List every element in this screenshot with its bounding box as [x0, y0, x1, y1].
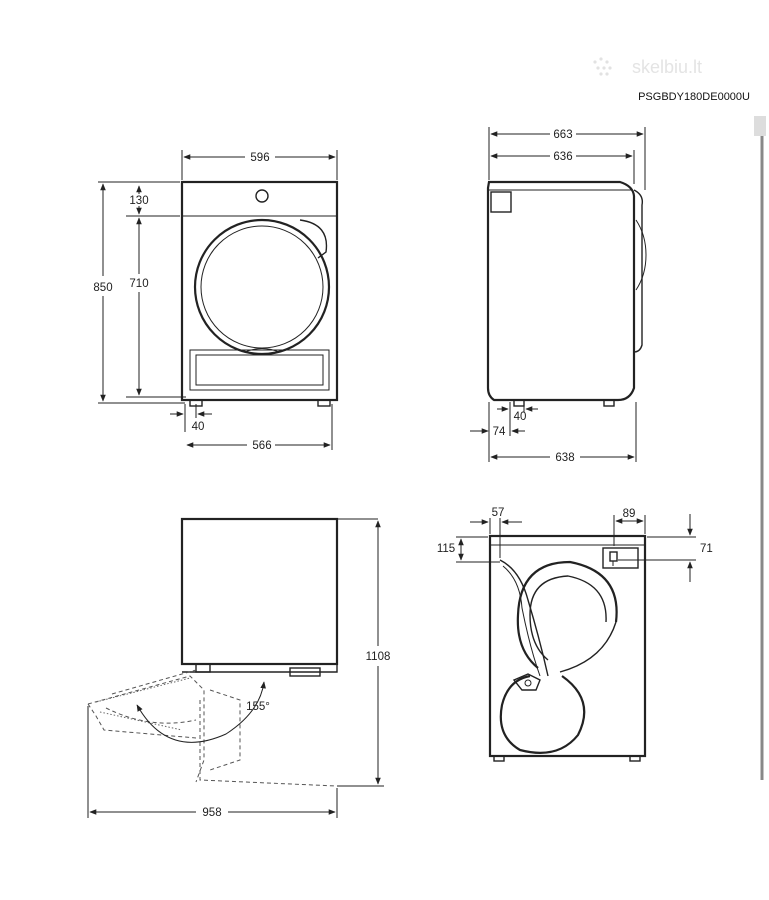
- dim-label-130: 130: [129, 195, 148, 207]
- dim-label-636: 636: [553, 151, 572, 163]
- dim-label-566: 566: [252, 440, 271, 452]
- dim-label-596: 596: [250, 152, 269, 164]
- dim-door-angle: 155°: [136, 681, 270, 743]
- door-open-view: 155° 1108 958: [87, 517, 391, 819]
- dim-label-74: 74: [493, 426, 506, 438]
- dim-door-open-height: 1108: [337, 520, 391, 787]
- dim-label-850: 850: [93, 282, 112, 294]
- rear-view: 57 115 89 71: [437, 507, 713, 762]
- dim-rear-outlet-offset: 89: [613, 508, 646, 546]
- dim-rear-outlet-height: 71: [618, 514, 713, 582]
- dotted-grid-icon: [593, 57, 612, 76]
- side-body: [486, 180, 647, 407]
- dim-front-width: 596: [181, 150, 338, 180]
- dim-label-89: 89: [623, 508, 636, 520]
- watermark-text: skelbiu.lt: [632, 57, 702, 77]
- watermark: skelbiu.lt: [593, 57, 702, 77]
- dim-side-rear-offset: 74: [470, 426, 525, 438]
- dim-front-height-total: 850: [93, 181, 185, 404]
- door-open-body: [180, 517, 378, 677]
- dim-side-foot-offset: 40: [497, 402, 538, 436]
- dim-label-40-front: 40: [192, 421, 205, 433]
- dim-front-foot-inset: 40: [170, 404, 212, 433]
- dim-front-foot-span: 566: [186, 404, 333, 452]
- dim-rear-hose-height: 115: [437, 536, 500, 563]
- dim-label-710: 710: [129, 278, 148, 290]
- dim-side-depth-base: 638: [488, 402, 637, 464]
- dim-label-115: 115: [437, 543, 455, 555]
- open-door-outline: [87, 669, 337, 787]
- dim-label-958: 958: [202, 807, 221, 819]
- front-view: 596 850 130 710 40: [93, 150, 339, 452]
- dim-label-638: 638: [555, 452, 574, 464]
- model-code: PSGBDY180DE0000U: [638, 91, 750, 103]
- dim-label-40-side: 40: [514, 411, 527, 423]
- dim-rear-hose-offset: 57: [470, 507, 522, 558]
- rear-body: [488, 534, 647, 762]
- side-view: 663 636 40 74 638: [470, 127, 647, 464]
- dim-label-57: 57: [492, 507, 505, 519]
- dim-front-door-height: 710: [126, 217, 186, 398]
- dim-label-1108: 1108: [366, 651, 391, 663]
- dim-label-663: 663: [553, 129, 572, 141]
- dim-label-155: 155°: [246, 701, 270, 713]
- dim-side-depth-body: 636: [490, 150, 635, 184]
- dim-door-open-width: 958: [87, 706, 338, 819]
- page-edge-strip: [754, 116, 766, 780]
- front-body: [180, 180, 339, 407]
- dim-label-71: 71: [700, 543, 713, 555]
- dim-front-top-panel: 130: [126, 185, 180, 217]
- dim-side-depth-overall: 663: [488, 127, 646, 190]
